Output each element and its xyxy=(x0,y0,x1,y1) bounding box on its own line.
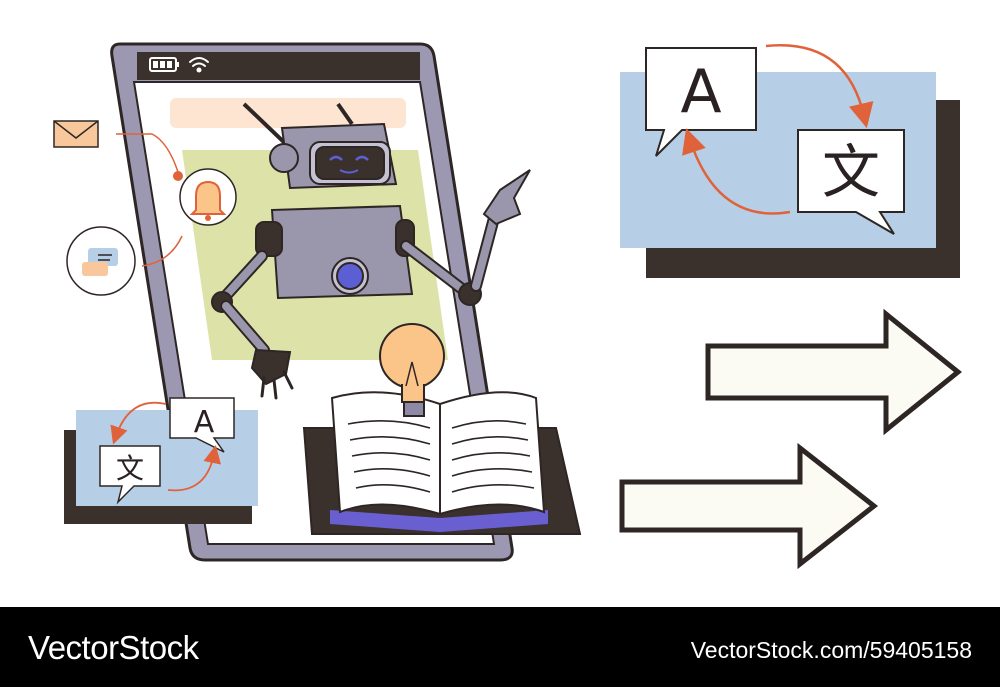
small-translation-card: A 文 xyxy=(64,397,258,524)
cjk-glyph: 文 xyxy=(116,452,144,485)
right-arrow-icon xyxy=(619,442,879,570)
latin-glyph: A xyxy=(680,57,721,127)
cjk-bubble: 文 xyxy=(99,445,161,505)
cjk-glyph: 文 xyxy=(822,138,880,206)
cjk-bubble: 文 xyxy=(797,129,905,235)
bell-icon xyxy=(173,168,237,226)
latin-bubble: A xyxy=(169,397,235,453)
latin-bubble: A xyxy=(645,47,757,157)
latin-glyph: A xyxy=(194,405,215,440)
open-book-icon xyxy=(302,391,582,535)
envelope-icon xyxy=(53,120,99,148)
vectorstock-logo[interactable]: VectorStock xyxy=(28,629,199,666)
battery-icon xyxy=(149,57,179,72)
wifi-icon xyxy=(189,57,209,73)
large-translation-card: A 文 xyxy=(620,44,960,278)
chat-bubbles-icon xyxy=(66,226,136,296)
robot-illustration xyxy=(211,102,531,400)
watermark-footer: VectorStock VectorStock.com/59405158 xyxy=(0,607,1000,687)
lightbulb-icon xyxy=(379,323,445,417)
image-credit[interactable]: VectorStock.com/59405158 xyxy=(690,637,972,663)
right-arrow-icon xyxy=(705,308,962,436)
illustration: A 文 A 文 xyxy=(53,42,962,570)
